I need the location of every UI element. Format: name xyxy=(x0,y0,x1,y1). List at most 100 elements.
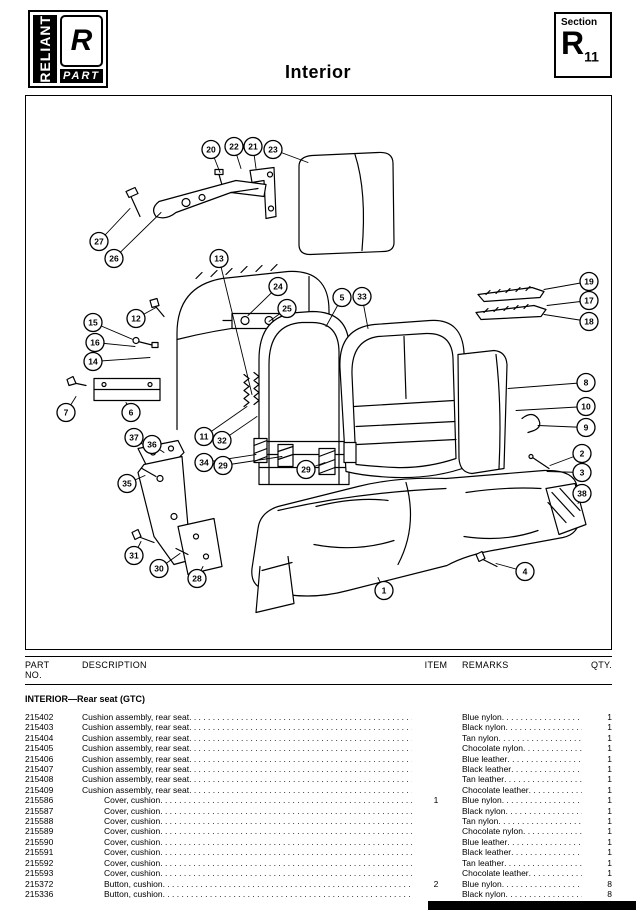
clips xyxy=(253,437,357,476)
item xyxy=(412,722,460,732)
header-part-no: PART NO. xyxy=(25,660,50,680)
description: Cushion assembly, rear seat xyxy=(82,785,412,795)
remarks: Chocolate leather xyxy=(460,785,582,795)
svg-text:30: 30 xyxy=(154,564,164,574)
qty: 1 xyxy=(607,826,612,837)
callout-26: 26 xyxy=(104,212,162,269)
dotted-leader xyxy=(160,858,412,868)
part-no: 215372 xyxy=(25,878,54,889)
callout-8: 8 xyxy=(507,372,596,393)
svg-text:2: 2 xyxy=(580,449,585,459)
remarks: Blue leather xyxy=(460,754,582,764)
description: Cover, cushion xyxy=(82,826,412,836)
trim-strips xyxy=(475,285,547,321)
description: Cushion assembly, rear seat xyxy=(82,733,412,743)
callout-2: 2 xyxy=(549,443,592,466)
callout-13: 13 xyxy=(209,248,253,395)
part-no: 215589 xyxy=(25,826,54,837)
table-section-title: INTERIOR—Rear seat (GTC) xyxy=(25,694,146,704)
remarks: Chocolate nylon xyxy=(460,743,582,753)
item xyxy=(412,847,460,857)
svg-text:24: 24 xyxy=(273,282,283,292)
item xyxy=(412,806,460,816)
dotted-leader xyxy=(163,879,412,889)
dotted-leader xyxy=(504,774,582,784)
item xyxy=(412,868,460,878)
dotted-leader xyxy=(498,733,582,743)
svg-text:25: 25 xyxy=(282,304,292,314)
header-description: DESCRIPTION xyxy=(82,660,147,670)
qty: 1 xyxy=(607,857,612,868)
item xyxy=(412,764,460,774)
dotted-leader xyxy=(160,806,412,816)
svg-text:17: 17 xyxy=(584,296,594,306)
dotted-leader xyxy=(511,764,582,774)
dotted-leader xyxy=(504,858,582,868)
qty: 1 xyxy=(607,743,612,754)
qty: 1 xyxy=(607,764,612,775)
callout-29: 29 xyxy=(213,455,283,476)
callout-27: 27 xyxy=(89,208,131,252)
item xyxy=(412,889,460,899)
description: Cushion assembly, rear seat xyxy=(82,754,412,764)
item xyxy=(412,785,460,795)
item xyxy=(412,816,460,826)
svg-text:16: 16 xyxy=(90,338,100,348)
svg-text:5: 5 xyxy=(340,293,345,303)
callout-24: 24 xyxy=(247,276,288,316)
section-box: Section R11 xyxy=(554,12,612,78)
dotted-leader xyxy=(160,816,412,826)
dotted-leader xyxy=(529,868,582,878)
reliant-logo: RELIANT R PART xyxy=(28,10,108,88)
dotted-leader xyxy=(507,837,582,847)
exploded-diagram: 2022212327261324255331917181512161481097… xyxy=(56,136,599,614)
dotted-leader xyxy=(189,722,412,732)
part-no: 215403 xyxy=(25,722,54,733)
dotted-leader xyxy=(189,785,412,795)
part-no: 215405 xyxy=(25,743,54,754)
item: 1 xyxy=(433,795,439,806)
callout-15: 15 xyxy=(83,312,134,340)
svg-text:27: 27 xyxy=(94,237,104,247)
dotted-leader xyxy=(523,826,582,836)
callout-31: 31 xyxy=(124,541,144,566)
seat-back-rear-shell xyxy=(457,349,508,475)
part-no: 215586 xyxy=(25,795,54,806)
description: Cover, cushion xyxy=(82,795,412,805)
callout-21: 21 xyxy=(243,136,263,169)
item xyxy=(412,826,460,836)
qty: 1 xyxy=(607,784,612,795)
seat-back-foam xyxy=(243,310,350,486)
svg-text:34: 34 xyxy=(199,458,209,468)
svg-text:21: 21 xyxy=(248,142,258,152)
dotted-leader xyxy=(189,774,412,784)
qty: 1 xyxy=(607,732,612,743)
callout-3: 3 xyxy=(546,462,592,483)
callout-11: 11 xyxy=(194,406,248,447)
seat-back-shell xyxy=(298,151,395,256)
svg-text:32: 32 xyxy=(217,436,227,446)
remarks: Tan leather xyxy=(460,858,582,868)
callout-30: 30 xyxy=(149,553,181,579)
header-qty: QTY. xyxy=(590,660,612,670)
svg-text:37: 37 xyxy=(129,433,139,443)
description: Cushion assembly, rear seat xyxy=(82,774,412,784)
callout-7: 7 xyxy=(56,396,77,423)
qty: 1 xyxy=(607,836,612,847)
callout-10: 10 xyxy=(515,396,596,417)
remarks: Black nylon xyxy=(460,889,582,899)
dotted-leader xyxy=(502,795,582,805)
svg-text:11: 11 xyxy=(200,432,209,442)
dotted-leader xyxy=(160,826,412,836)
description: Cover, cushion xyxy=(82,837,412,847)
description: Cushion assembly, rear seat xyxy=(82,722,412,732)
dotted-leader xyxy=(498,816,582,826)
dotted-leader xyxy=(160,847,412,857)
callout-37: 37 xyxy=(124,427,149,449)
svg-text:29: 29 xyxy=(218,461,228,471)
